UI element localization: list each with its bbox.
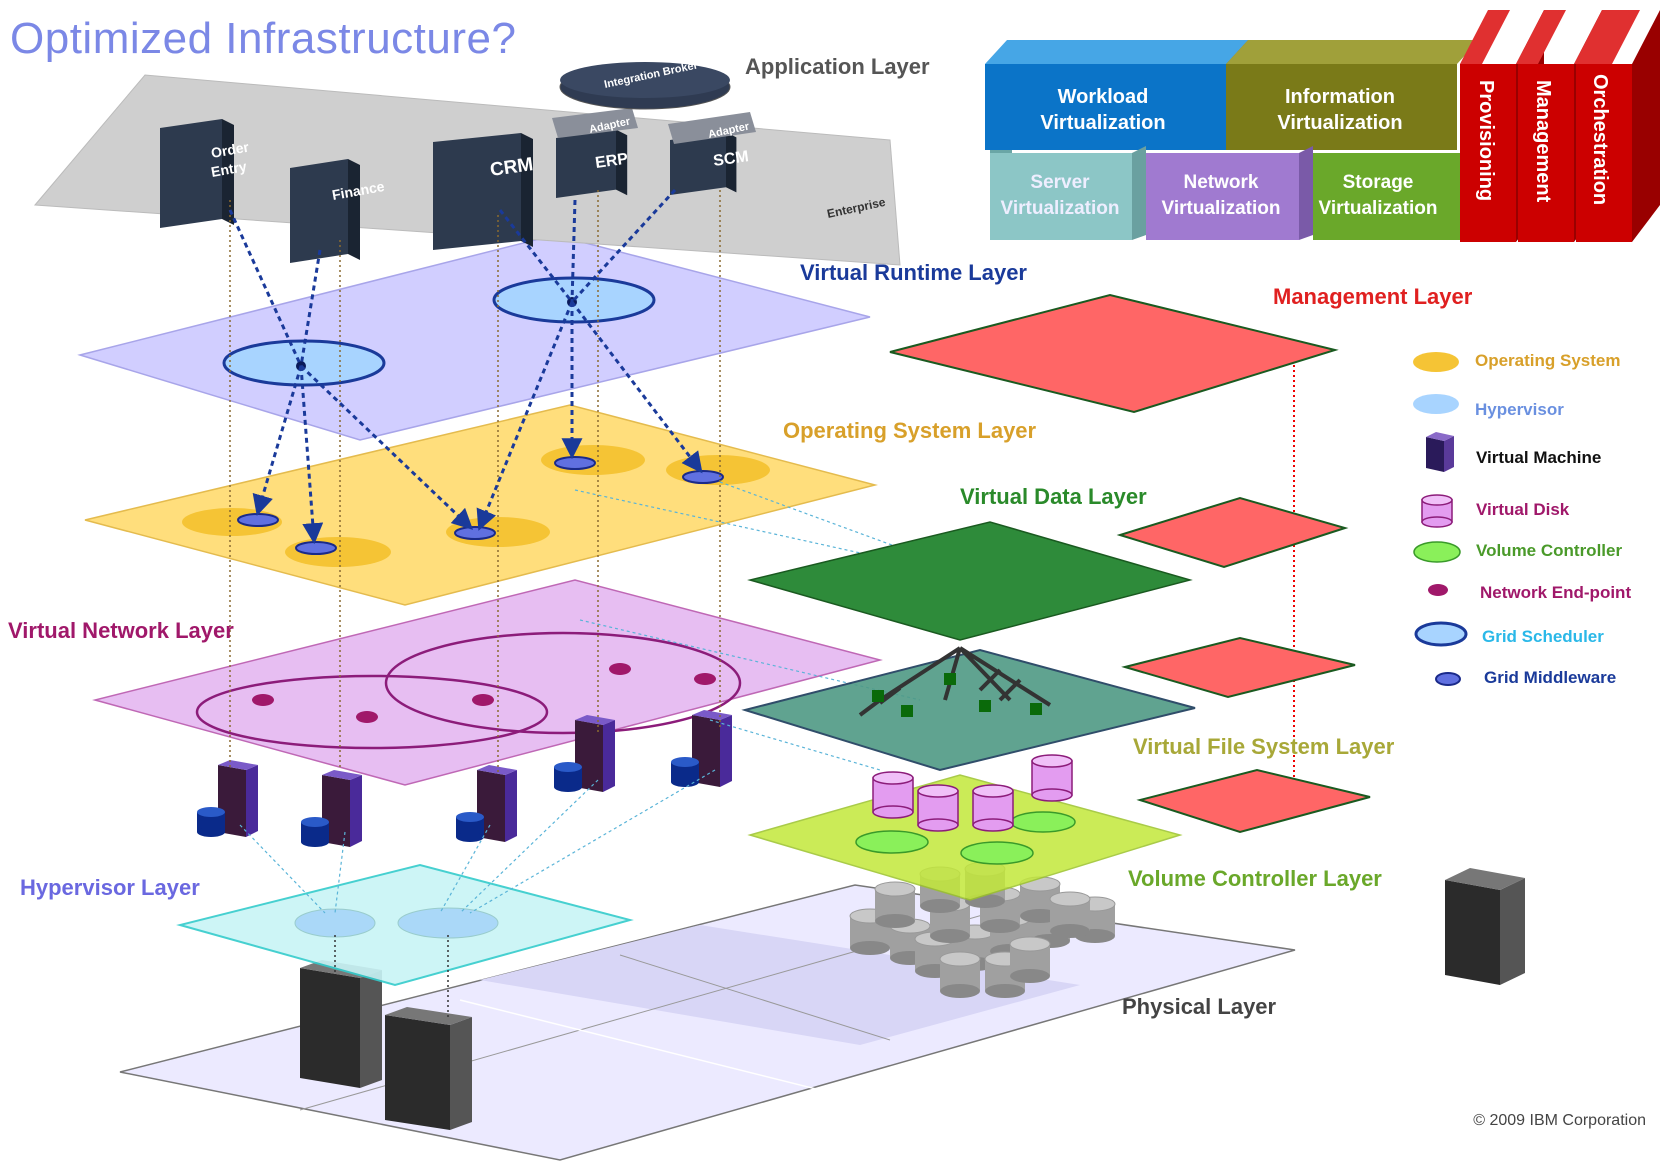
erp-adapter [552, 108, 638, 138]
network-endpoint [694, 673, 716, 685]
finance-box [290, 159, 360, 263]
virtual-data-layer [747, 521, 1193, 641]
copyright: © 2009 IBM Corporation [1473, 1112, 1646, 1129]
management-layer-label: Management Layer [1273, 284, 1473, 309]
legend-endpoint-label: Network End-point [1480, 583, 1631, 602]
virtual-machine [456, 765, 517, 842]
storage-label-2: Virtualization [1319, 198, 1438, 219]
server-label-1: Server [1030, 172, 1090, 193]
scm-adapter [668, 112, 756, 144]
scheduler-arrows [228, 188, 703, 545]
virtualization-blocks [985, 10, 1660, 242]
physical-disk [1049, 891, 1091, 938]
workload-label-2: Virtualization [1040, 112, 1165, 134]
virtual-disk [972, 784, 1014, 832]
virtual-network-layer [92, 579, 883, 786]
legend-disk-icon [1421, 494, 1453, 528]
workload-label-1: Workload [1058, 86, 1149, 108]
page-title: Optimized Infrastructure? [10, 14, 517, 63]
operating-system-layer [84, 404, 878, 606]
physical-server-3 [1445, 868, 1525, 985]
legend-volume-label: Volume Controller [1476, 541, 1622, 560]
physical-layer-label: Physical Layer [1122, 994, 1277, 1019]
information-label-1: Information [1285, 86, 1395, 108]
legend-disk-label: Virtual Disk [1476, 500, 1570, 519]
virtual-machines [197, 710, 732, 847]
hypervisor-layer [176, 863, 634, 987]
crm-box [433, 133, 533, 250]
physical-server-2 [385, 1007, 472, 1130]
network-label-2: Virtualization [1162, 198, 1281, 219]
runtime-layer-label: Virtual Runtime Layer [800, 260, 1027, 285]
virtual-machine [554, 715, 615, 792]
virtual-file-system-layer [741, 646, 1196, 772]
legend-middleware-label: Grid Middleware [1484, 668, 1616, 687]
virtual-runtime-layer [77, 234, 871, 441]
legend-vm-label: Virtual Machine [1476, 448, 1601, 467]
orchestration-label: Orchestration [1589, 74, 1611, 205]
application-layer-label: Application Layer [745, 54, 930, 79]
physical-server-1 [300, 960, 382, 1088]
legend [1413, 352, 1468, 686]
legend-scheduler-label: Grid Scheduler [1482, 627, 1604, 646]
dotted-links [239, 481, 961, 914]
legend-middleware-swatch [1435, 672, 1461, 686]
network-layer-label: Virtual Network Layer [8, 618, 234, 643]
virtual-disk [917, 784, 959, 832]
order-entry-label-2: Entry [210, 158, 248, 180]
legend-hypervisor-swatch [1413, 394, 1459, 414]
legend-volume-swatch [1413, 541, 1461, 563]
server-label-2: Virtualization [1001, 198, 1120, 219]
virtual-machine [197, 760, 258, 837]
physical-disk [1009, 936, 1051, 983]
network-endpoint [252, 694, 274, 706]
management-label: Management [1532, 80, 1554, 203]
virtual-machine [671, 710, 732, 787]
erp-box [556, 129, 628, 198]
legend-os-swatch [1413, 352, 1459, 372]
order-entry-label-1: Order [210, 138, 251, 160]
volume-layer-label: Volume Controller Layer [1128, 866, 1382, 891]
physical-disk [939, 951, 981, 998]
virtual-disk [872, 771, 914, 819]
legend-endpoint-swatch [1428, 584, 1448, 596]
scm-box [670, 132, 737, 195]
network-label-1: Network [1184, 172, 1259, 193]
os-layer-label: Operating System Layer [783, 418, 1037, 443]
legend-scheduler-swatch [1414, 621, 1468, 647]
filesystem-layer-label: Virtual File System Layer [1133, 734, 1395, 759]
vertical-connectors [229, 190, 1295, 1020]
physical-disk [874, 881, 916, 928]
storage-label-1: Storage [1343, 172, 1414, 193]
virtual-disks [872, 754, 1073, 832]
virtual-disk [1031, 754, 1073, 802]
erp-label: ERP [594, 151, 629, 172]
provisioning-label: Provisioning [1475, 80, 1497, 201]
data-layer-label: Virtual Data Layer [960, 484, 1147, 509]
volume-controller-layer [747, 774, 1183, 901]
network-endpoint [609, 663, 631, 675]
application-layer [33, 62, 901, 266]
hypervisor-layer-label: Hypervisor Layer [20, 875, 200, 900]
virtual-machine [301, 770, 362, 847]
legend-hypervisor-label: Hypervisor [1475, 400, 1564, 419]
scm-label: SCM [712, 148, 750, 170]
legend-vm-icon [1426, 432, 1454, 472]
order-entry-box [160, 119, 234, 228]
legend-os-label: Operating System [1475, 351, 1621, 370]
network-endpoint [472, 694, 494, 706]
network-endpoint [356, 711, 378, 723]
information-label-2: Virtualization [1277, 112, 1402, 134]
management-layer [889, 293, 1371, 834]
